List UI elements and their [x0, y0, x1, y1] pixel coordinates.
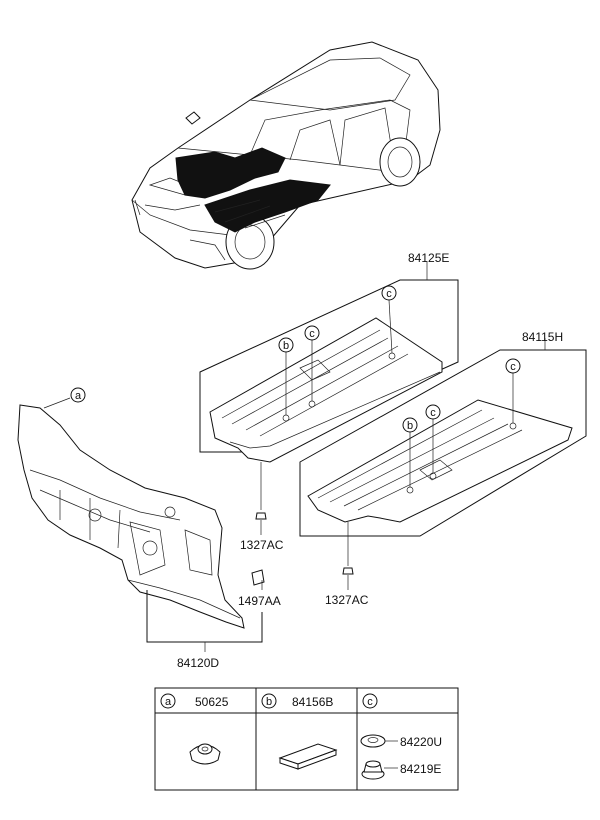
clip-right-label: 1327AC	[325, 593, 369, 607]
legend-b-letter: b	[266, 696, 272, 708]
dash-insulator-label: 84120D	[177, 656, 219, 670]
clip-84219E-icon	[361, 760, 385, 780]
clip-left-label: 1327AC	[240, 538, 284, 552]
callout-c-circle-rear-top	[505, 358, 521, 374]
pad-84156B-icon	[278, 743, 338, 770]
callout-a-circle	[70, 387, 86, 403]
pad-1497AA	[251, 569, 265, 586]
pad-label: 1497AA	[238, 594, 281, 608]
callout-b-front: b	[283, 340, 289, 352]
callout-a: a	[75, 390, 82, 402]
callout-c-front-mid: c	[309, 328, 315, 340]
front-carpet-box	[199, 279, 459, 453]
dash-insulator-group: 1497AA a 84120D	[17, 387, 281, 670]
clip-84220U-icon	[360, 734, 386, 748]
callout-b-circle-front	[278, 337, 294, 353]
callout-c-circle-front-mid	[304, 325, 320, 341]
grommet-50625-icon	[189, 743, 221, 765]
callout-b-rear: b	[407, 420, 413, 432]
legend-table: a 50625 b 84156B c 84220U 8	[154, 687, 459, 791]
callout-c-front-top: c	[386, 288, 392, 300]
rear-carpet-panel	[307, 399, 573, 523]
callout-b-circle-rear	[402, 417, 418, 433]
rear-carpet-group: 84115H b c c	[299, 330, 587, 537]
front-carpet-group: 84125E b c c	[199, 251, 459, 463]
dash-insulator-part	[17, 404, 245, 629]
legend-c-letter: c	[367, 696, 373, 708]
highlight-floor-area	[204, 179, 331, 233]
callout-c-circle-rear-mid	[425, 404, 441, 420]
callout-c-rear-top: c	[510, 361, 516, 373]
legend-c-part-bottom: 84219E	[400, 762, 441, 776]
callout-c-circle-front-top	[381, 285, 397, 301]
legend-a-part: 50625	[195, 695, 229, 709]
clip-right: 1327AC	[325, 522, 369, 607]
legend-c-part-top: 84220U	[400, 735, 442, 749]
front-carpet-label: 84125E	[408, 251, 449, 265]
highlight-dash-area	[175, 147, 286, 199]
rear-carpet-label: 84115H	[522, 330, 563, 344]
car-illustration	[131, 41, 441, 270]
rear-carpet-box	[299, 349, 587, 537]
legend-b-part: 84156B	[292, 695, 333, 709]
clip-left: 1327AC	[240, 462, 284, 552]
callout-c-rear-mid: c	[430, 407, 436, 419]
legend-a-letter: a	[165, 696, 172, 708]
